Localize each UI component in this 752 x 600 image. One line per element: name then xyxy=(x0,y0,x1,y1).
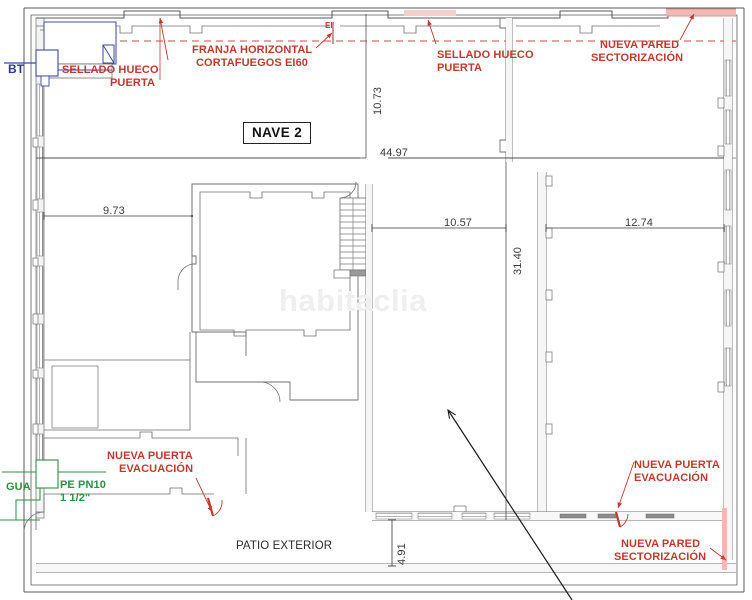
right-facade-wall xyxy=(717,18,733,560)
annotation-leaders xyxy=(158,13,727,561)
center-top-partition-wall xyxy=(499,18,513,162)
pe-pn10-line1: PE PN10 xyxy=(60,479,106,491)
dimension-44-97: 44.97 xyxy=(380,147,409,159)
central-vertical-wall xyxy=(365,184,373,512)
dimension-10-57: 10.57 xyxy=(444,217,473,229)
nueva-pared-top-line2: SECTORIZACIÓN xyxy=(591,52,684,64)
ei-tick-label: EI xyxy=(325,21,333,30)
new-evacuation-door-right xyxy=(614,511,629,528)
pe-pn10-line2: 1 1/2" xyxy=(60,492,91,504)
sellado-hueco-puerta-center-line2: PUERTA xyxy=(437,62,483,74)
left-facade-wall xyxy=(32,17,45,519)
nueva-puerta-right-line2: EVACUACIÓN xyxy=(634,472,709,484)
staircase xyxy=(333,181,367,279)
nueva-puerta-right-line1: NUEVA PUERTA xyxy=(634,459,720,471)
inner-room-block xyxy=(177,183,359,403)
lower-left-rooms xyxy=(23,332,247,533)
dimension-10-73: 10.73 xyxy=(372,86,384,115)
sellado-hueco-puerta-center-line1: SELLADO HUECO xyxy=(437,49,534,61)
top-facade-wall xyxy=(36,10,718,34)
new-sectorization-wall-bottom xyxy=(722,508,727,570)
dimension-12-74: 12.74 xyxy=(625,217,654,229)
bt-electrical-box xyxy=(4,49,59,87)
dimension-9-73: 9.73 xyxy=(103,205,125,217)
bottom-interior-wall xyxy=(36,505,736,573)
nave-title-box: NAVE 2 xyxy=(243,122,312,144)
new-sectorization-wall-top xyxy=(666,8,736,17)
patio-exterior-label: PATIO EXTERIOR xyxy=(236,540,333,552)
new-sectorization-wall-center-top xyxy=(404,10,456,16)
bt-label: BT xyxy=(8,62,25,76)
gua-label: GUA xyxy=(6,481,31,493)
nueva-pared-top-line1: NUEVA PARED xyxy=(600,39,680,51)
sellado-hueco-puerta-left-line1: SELLADO HUECO xyxy=(62,64,159,76)
gas-service-line xyxy=(0,459,106,521)
right-partition-wall-1 xyxy=(537,172,553,516)
view-direction-arrow xyxy=(448,410,573,600)
franja-horizontal-line1: FRANJA HORIZONTAL xyxy=(192,44,313,56)
exterior-walls xyxy=(23,7,745,593)
dimension-31-40: 31.40 xyxy=(512,246,524,275)
blue-door-symbol xyxy=(102,44,115,64)
dimension-lines xyxy=(36,14,725,567)
nueva-pared-bottom-line2: SECTORIZACIÓN xyxy=(614,551,707,563)
franja-horizontal-line2: CORTAFUEGOS EI60 xyxy=(196,57,309,69)
nueva-puerta-left-line1: NUEVA PUERTA xyxy=(107,450,193,462)
nueva-puerta-left-line2: EVACUACIÓN xyxy=(119,463,194,475)
dimension-4-91: 4.91 xyxy=(396,543,408,565)
nueva-pared-bottom-line1: NUEVA PARED xyxy=(621,538,701,550)
sellado-hueco-puerta-left-line2: PUERTA xyxy=(110,77,156,89)
